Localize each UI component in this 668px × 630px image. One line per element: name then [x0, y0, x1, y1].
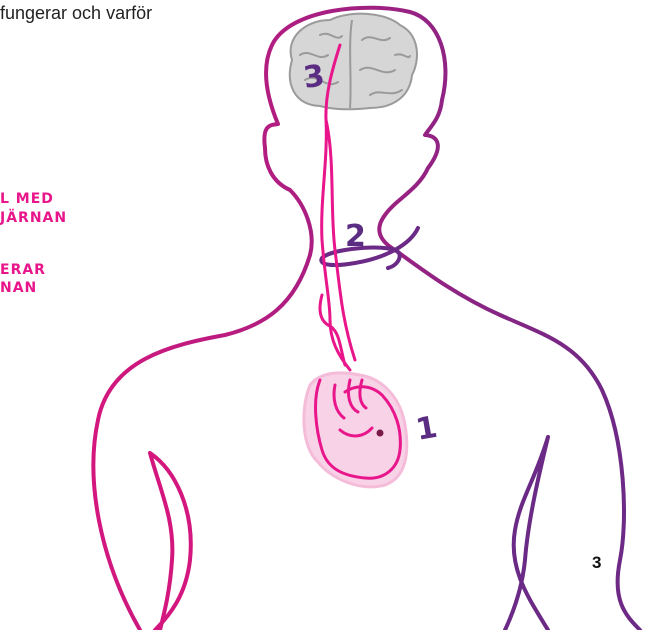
heart [304, 373, 407, 487]
label-heart: 1 [413, 410, 440, 448]
right-arm-line [505, 437, 548, 630]
heart-dot [377, 430, 384, 437]
label-neck: 2 [345, 219, 366, 254]
left-arm-line [150, 453, 191, 630]
page-number: 3 [592, 553, 601, 573]
